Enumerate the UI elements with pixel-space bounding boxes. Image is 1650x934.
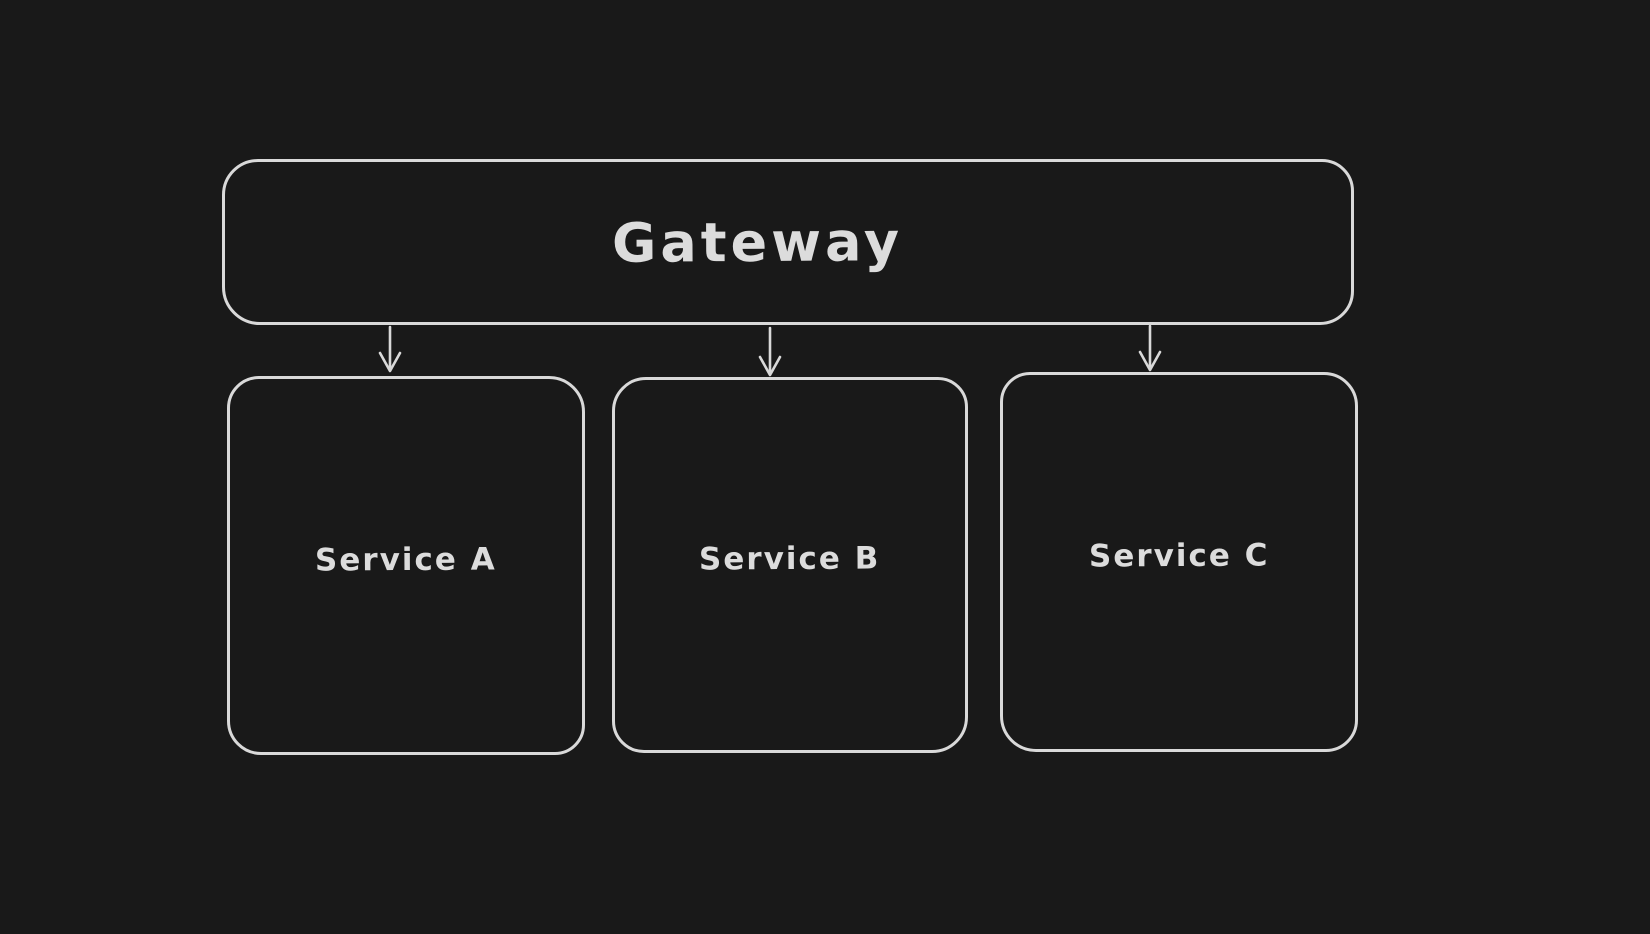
node-label-service-b: Service B bbox=[699, 540, 881, 578]
node-label-gateway: Gateway bbox=[612, 209, 904, 275]
node-label-service-a: Service A bbox=[315, 541, 497, 578]
arrow-head-down-icon bbox=[758, 355, 782, 377]
node-service-c: Service C bbox=[1000, 372, 1358, 752]
node-label-service-c: Service C bbox=[1088, 537, 1270, 575]
arrow-head-down-icon bbox=[378, 351, 402, 373]
edge-gateway-to-service-a bbox=[378, 325, 402, 373]
edge-gateway-to-service-c bbox=[1138, 324, 1162, 372]
arrow-head-down-icon bbox=[1138, 350, 1162, 372]
node-service-b: Service B bbox=[612, 377, 968, 753]
edge-gateway-to-service-b bbox=[758, 326, 782, 377]
node-gateway: Gateway bbox=[222, 159, 1354, 325]
node-service-a: Service A bbox=[227, 376, 585, 755]
